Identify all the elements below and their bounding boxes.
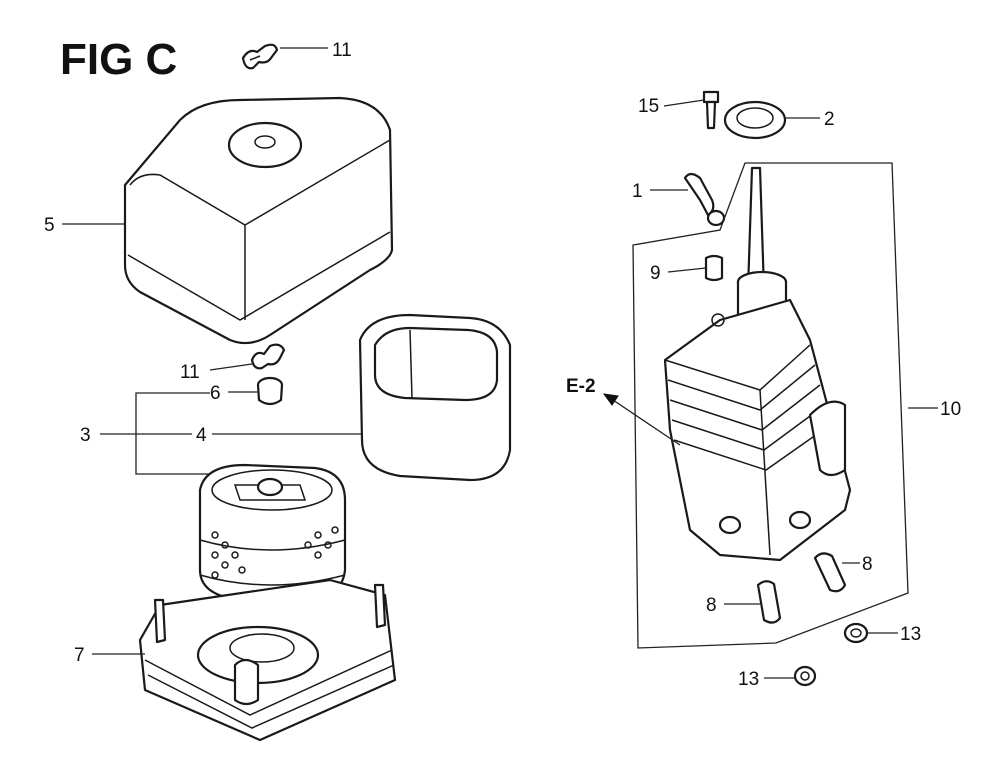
callout-13-left: 13 (738, 669, 759, 690)
air-cleaner-elbow (663, 166, 852, 562)
figure-title: FIG C (60, 35, 177, 84)
callout-10: 10 (940, 399, 961, 420)
paper-element-perforations (211, 526, 339, 579)
grommet (256, 376, 284, 406)
callout-3: 3 (80, 425, 91, 446)
callout-13-right: 13 (900, 624, 921, 645)
bolt (702, 90, 720, 130)
callout-11-middle: 11 (180, 362, 200, 383)
paper-filter-element (198, 463, 347, 604)
tube-right (813, 552, 847, 593)
tube-left (756, 580, 782, 624)
air-cleaner-cover (123, 96, 394, 345)
stay-bracket (683, 172, 726, 227)
callout-9: 9 (650, 263, 661, 284)
callout-1: 1 (632, 181, 643, 202)
callout-4: 4 (196, 425, 207, 446)
collar (704, 254, 724, 282)
callout-7: 7 (74, 645, 85, 666)
seal-ring (723, 100, 787, 140)
callout-15: 15 (638, 96, 659, 117)
air-cleaner-base (138, 578, 397, 742)
flange-nut-left (793, 665, 817, 687)
wing-nut-middle (250, 343, 286, 370)
callout-2: 2 (824, 109, 835, 130)
callout-6: 6 (210, 383, 221, 404)
wing-nut-top (241, 43, 279, 70)
flange-nut-right (843, 622, 869, 644)
reference-e2: E-2 (566, 376, 596, 397)
foam-filter-element (358, 313, 512, 482)
callout-5: 5 (44, 215, 55, 236)
callout-8-right: 8 (862, 554, 873, 575)
callout-11-top: 11 (332, 40, 352, 61)
callout-8-left: 8 (706, 595, 717, 616)
